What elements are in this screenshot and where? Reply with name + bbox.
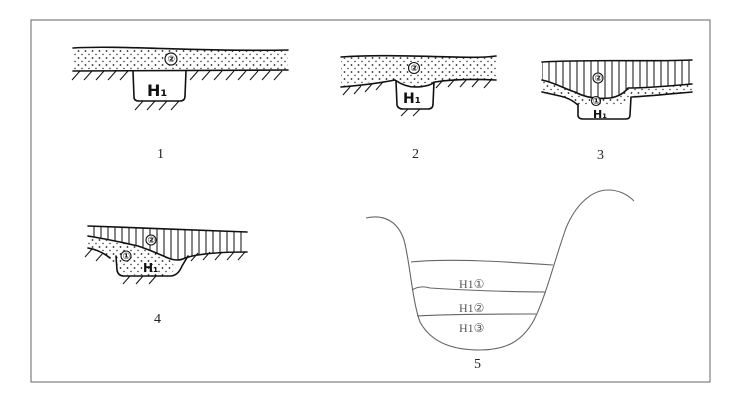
figure-4: ② ① H₁ 4 <box>84 225 248 327</box>
layer-2-fill <box>73 49 288 70</box>
layer-boundary-3 <box>416 313 537 317</box>
figure-1: ② H₁ 1 <box>71 46 289 162</box>
layer-label: ① <box>123 252 131 262</box>
layer-label: H1② <box>459 301 484 315</box>
layer-2-fill <box>88 226 247 260</box>
pit-label: H₁ <box>593 108 607 121</box>
layer-label: H1① <box>459 277 484 291</box>
pit-label: H₁ <box>143 261 158 275</box>
layer-label: ② <box>411 64 419 74</box>
layer-boundary-1 <box>410 259 554 266</box>
layer-label: ② <box>595 74 603 84</box>
ground-hatch <box>342 78 492 117</box>
figure-3: ② ① H₁ 3 <box>541 59 693 163</box>
figure-border <box>30 19 711 383</box>
layer-2-fill <box>542 60 692 99</box>
layer-label: ② <box>148 236 156 246</box>
pit-label: H₁ <box>147 81 167 100</box>
pit-H1 <box>132 70 187 102</box>
figure-5: H1① H1② H1③ 5 <box>365 189 635 372</box>
ground-hatch <box>71 70 283 111</box>
pit-H1 <box>115 255 189 277</box>
layer-boundary-2 <box>411 286 547 293</box>
caption: 4 <box>154 312 161 327</box>
layer-1-fill <box>88 236 176 276</box>
pit-label: H₁ <box>403 91 421 107</box>
caption: 2 <box>412 147 419 162</box>
ground-hatch <box>84 248 246 285</box>
layer-label: ① <box>593 97 601 107</box>
figure-2: ② H₁ 2 <box>340 54 497 162</box>
caption: 1 <box>157 147 164 162</box>
layer-label: H1③ <box>459 321 484 335</box>
layer-label: ② <box>168 55 176 65</box>
pit-H1 <box>395 80 435 110</box>
ditch-profile <box>365 189 635 351</box>
caption: 5 <box>474 357 481 372</box>
caption: 3 <box>597 148 604 163</box>
pit-H1 <box>577 96 632 120</box>
layer-1-fill <box>542 80 692 106</box>
